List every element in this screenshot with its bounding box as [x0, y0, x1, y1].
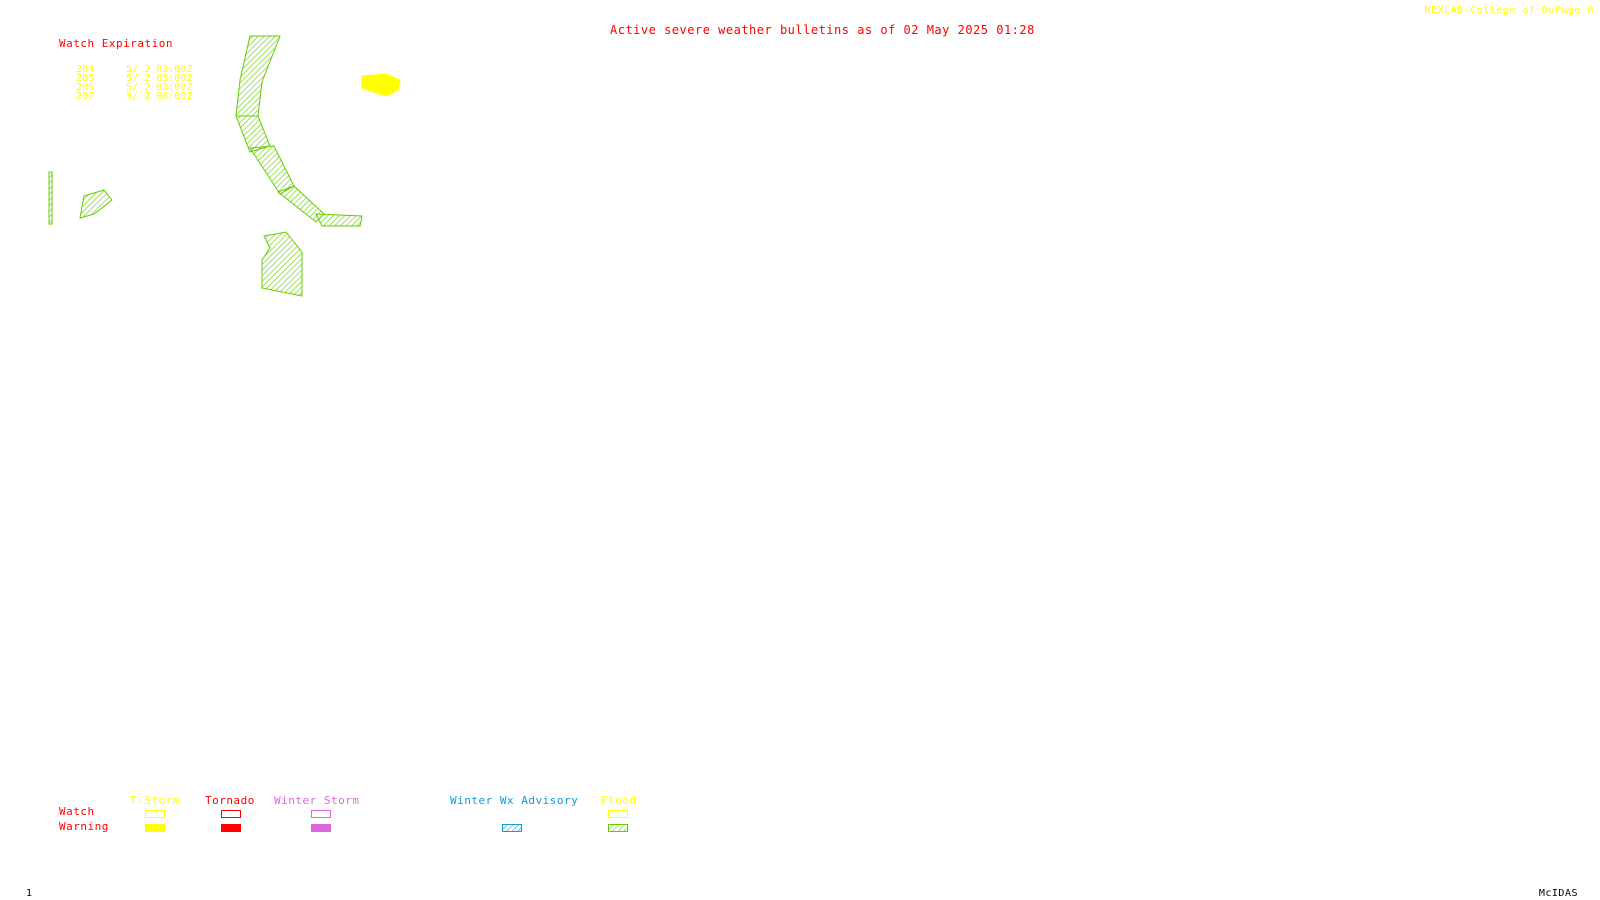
legend-label-winter-wx-advisory: Winter Wx Advisory: [450, 794, 579, 807]
watch-id: 204: [76, 64, 95, 75]
legend-label-tstorm: T-Storm: [130, 794, 180, 807]
flood-warning-polygon: [235, 35, 281, 117]
watch-expiration-heading: Watch Expiration: [59, 37, 173, 50]
legend-watch-label: Watch: [59, 805, 95, 818]
tstorm-warning-polygon: [361, 73, 401, 97]
flood-warning-polygon: [48, 171, 53, 225]
watch-id: 207: [76, 91, 95, 102]
flood-warning-polygons: [48, 35, 363, 297]
legend-tornado-warning-swatch: [221, 824, 241, 832]
flood-warning-polygon: [79, 189, 113, 219]
legend-tornado-watch-swatch: [221, 810, 241, 818]
watch-expiration-row: 206 5/ 2 03:00Z: [64, 73, 192, 93]
source-label: NEXLAB-College of DuPage R: [1424, 5, 1594, 16]
watch-expiration-row: 205 5/ 2 05:00Z: [64, 64, 192, 84]
watch-expiration-row: 204 5/ 2 03:00Z: [64, 55, 192, 75]
legend-label-tornado: Tornado: [205, 794, 255, 807]
legend-label-winter-storm: Winter Storm: [274, 794, 360, 807]
legend-tstorm-warning-swatch: [145, 824, 165, 832]
legend-flood-warning-swatch: [608, 824, 628, 832]
watch-expiration-row: 207 5/ 2 06:00Z: [64, 82, 192, 102]
legend-label-flood: Flood: [601, 794, 637, 807]
frame-number: 1: [26, 888, 33, 899]
watch-id: 205: [76, 73, 95, 84]
watch-id: 206: [76, 82, 95, 93]
watch-expiry-time: 5/ 2 03:00Z: [126, 64, 193, 75]
page-title: Active severe weather bulletins as of 02…: [610, 23, 1035, 37]
legend-winter-storm-watch-swatch: [311, 810, 331, 818]
flood-warning-polygon: [261, 231, 303, 297]
legend-warning-label: Warning: [59, 820, 109, 833]
flood-warning-polygon: [315, 213, 363, 227]
legend-winter-advisory-swatch: [502, 824, 522, 832]
legend-winter-storm-warning-swatch: [311, 824, 331, 832]
flood-warning-polygon: [249, 145, 295, 195]
software-label: McIDAS: [1538, 888, 1578, 899]
watch-expiry-time: 5/ 2 03:00Z: [126, 82, 193, 93]
watch-expiry-time: 5/ 2 06:00Z: [126, 91, 193, 102]
legend-tstorm-watch-swatch: [145, 810, 165, 818]
watch-expiry-time: 5/ 2 05:00Z: [126, 73, 193, 84]
legend-flood-watch-swatch: [608, 810, 628, 818]
